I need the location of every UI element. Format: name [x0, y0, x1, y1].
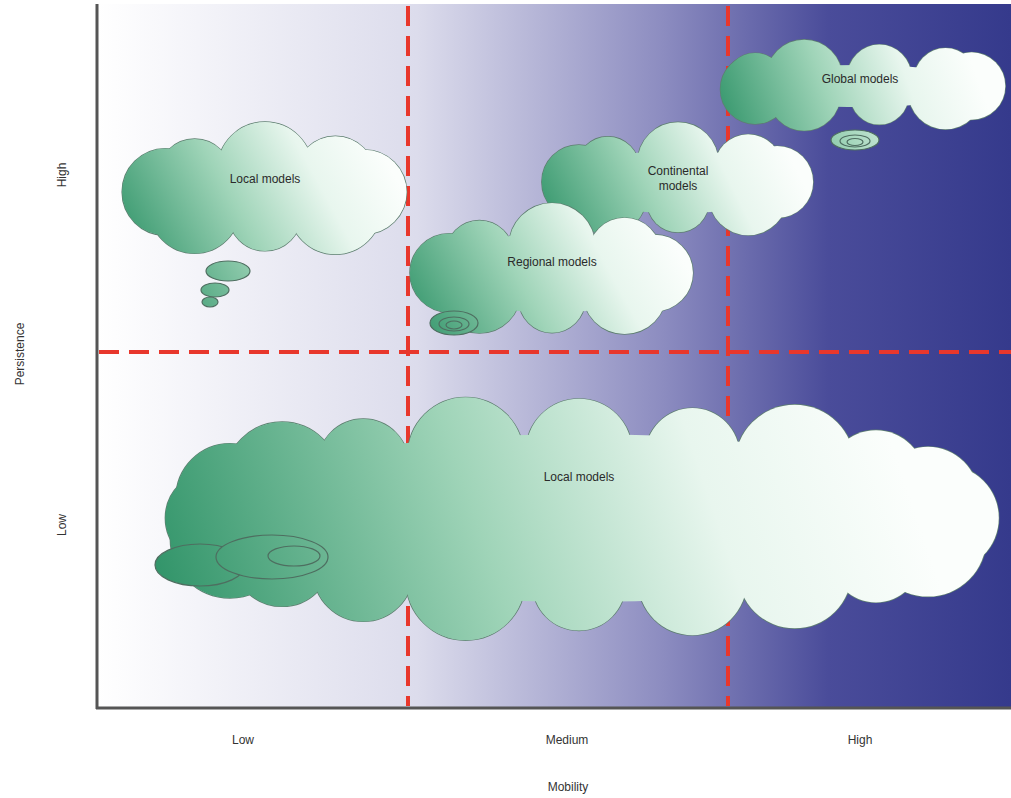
x-axis-label: Low: [232, 733, 254, 747]
cloud-label: Continental models: [633, 164, 723, 194]
mobility-gradient: [97, 4, 1011, 708]
axes: [96, 4, 1011, 709]
x-axis-label: Mobility: [548, 780, 589, 794]
cloud-label: Local models: [534, 470, 624, 485]
quadrant-dividers: [99, 6, 1011, 706]
x-axis-label: High: [848, 733, 873, 747]
model-cloud: Global models: [712, 40, 1008, 132]
cloud-shape: [408, 205, 696, 341]
y-axis-label: High: [55, 163, 69, 188]
cloud-label: Regional models: [507, 255, 597, 270]
x-axis-label: Medium: [546, 733, 589, 747]
model-cloud: Local models: [120, 124, 410, 260]
model-cloud: Local models: [155, 395, 1003, 641]
y-axis-label: Low: [55, 514, 69, 536]
y-axis-label: Persistence: [13, 323, 27, 386]
cloud-label: Global models: [815, 72, 905, 87]
cloud-shape: [155, 395, 1003, 641]
cloud-shape: [120, 124, 410, 260]
model-cloud: Regional models: [408, 205, 696, 341]
cloud-label: Local models: [220, 172, 310, 187]
